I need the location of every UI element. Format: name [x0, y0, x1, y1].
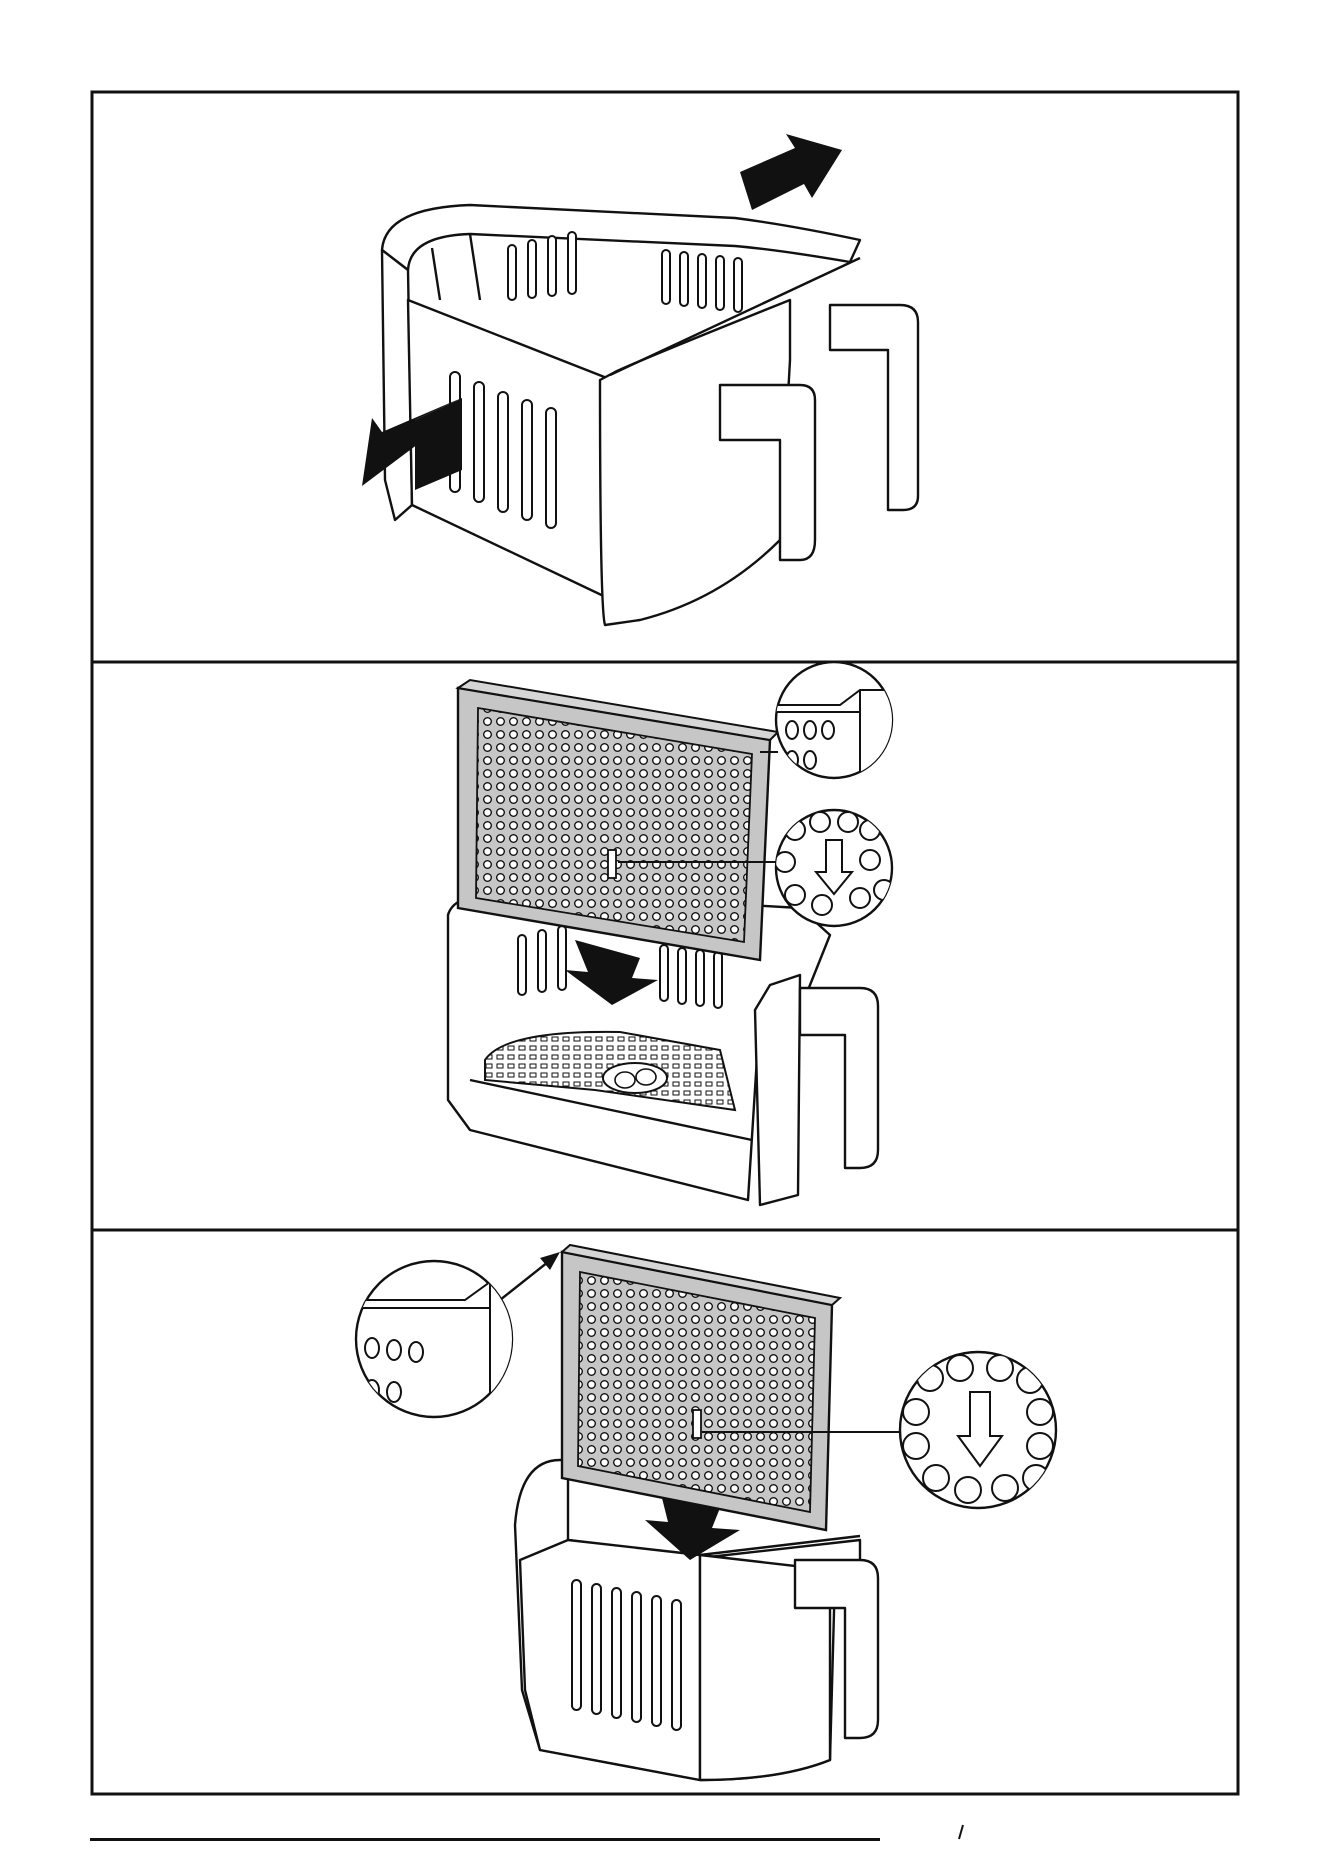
zoom-lens-edge-icon: [770, 662, 900, 800]
divider-panel-icon: [562, 1245, 840, 1530]
zoom-lens-edge-icon: [350, 1261, 520, 1430]
pull-apart-arrow-icon: [740, 134, 842, 210]
page-corner-mark: [955, 1824, 967, 1840]
basket-icon: [382, 205, 918, 625]
zoom-lens-arrow-icon: [900, 1352, 1056, 1508]
step-2-panel: [448, 662, 900, 1205]
zoom-lens-arrow-icon: [775, 810, 894, 926]
step-1-panel: [362, 134, 918, 625]
footer-rule: [90, 1838, 880, 1841]
step-3-panel: [350, 1245, 1056, 1780]
